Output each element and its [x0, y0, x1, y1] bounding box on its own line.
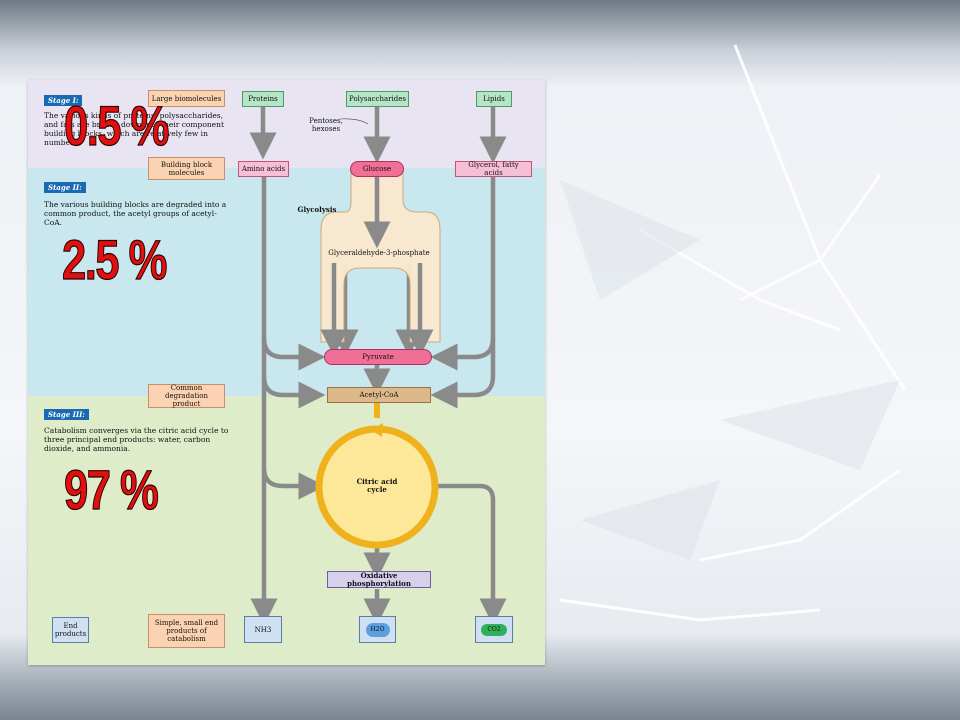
- arrow-glycerol-pyruvate: [430, 176, 496, 371]
- catabolism-figure: Stage I: The various kinds of proteins, …: [28, 80, 545, 665]
- glucose-node: Glucose: [350, 161, 404, 177]
- g3p-label: Glyceraldehyde-3-phosphate: [328, 249, 430, 257]
- pyruvate-node: Pyruvate: [324, 349, 432, 365]
- arrow-amino-pyruvate: [261, 337, 326, 371]
- building-block-label: Building block molecules: [148, 157, 225, 180]
- simple-small-label: Simple, small end products of catabolism: [148, 614, 225, 648]
- arrow-amino-acetyl: [261, 375, 326, 409]
- h2o-node: H2O: [359, 616, 396, 643]
- pentoses-label: Pentoses, hexoses: [309, 117, 343, 133]
- amino-acids-node: Amino acids: [238, 161, 289, 177]
- arrow-glycerol-acetyl: [430, 338, 496, 409]
- nh3-node: NH3: [244, 616, 282, 643]
- oxphos-node: Oxidative phosphorylation: [327, 571, 431, 588]
- acetyl-coa-node: Acetyl-CoA: [327, 387, 431, 403]
- stage2-description: The various building blocks are degraded…: [44, 200, 227, 227]
- glycolysis-label: Glycolysis: [297, 205, 337, 214]
- h2o-molecule-icon: H2O: [365, 622, 390, 637]
- polysaccharides-node: Polysaccharides: [346, 91, 409, 107]
- stage3-percentage: 97 %: [64, 458, 160, 521]
- stage3-band: [28, 396, 545, 665]
- common-degradation-label: Common degradation product: [148, 384, 225, 408]
- lipids-node: Lipids: [476, 91, 512, 107]
- stage2-tag: Stage II:: [44, 182, 86, 193]
- citric-cycle-label: Citric acid cycle: [356, 477, 398, 494]
- stage1-band: [28, 80, 545, 168]
- large-biomolecules-label: Large biomolecules: [148, 90, 225, 107]
- glycolysis-region: [320, 167, 441, 343]
- stage2-percentage: 2.5 %: [62, 228, 168, 291]
- stage1-tag: Stage I:: [44, 95, 83, 106]
- stage1-percentage: 0.5 %: [64, 94, 170, 157]
- co2-molecule-icon: CO2: [481, 623, 507, 636]
- stage3-description: Catabolism converges via the citric acid…: [44, 426, 229, 453]
- co2-node: CO2: [475, 616, 513, 643]
- glycerol-node: Glycerol, fatty acids: [455, 161, 532, 177]
- citric-cycle-inner-arrow: [371, 423, 383, 437]
- stage1-description: The various kinds of proteins, polysacch…: [44, 111, 224, 147]
- arrow-amino-citric: [261, 467, 326, 500]
- stage3-tag: Stage III:: [44, 409, 90, 420]
- end-products-label: End products: [52, 617, 89, 643]
- pathway-arrows: [249, 107, 507, 626]
- arrow-citric-co2: [433, 483, 507, 626]
- proteins-node: Proteins: [242, 91, 284, 107]
